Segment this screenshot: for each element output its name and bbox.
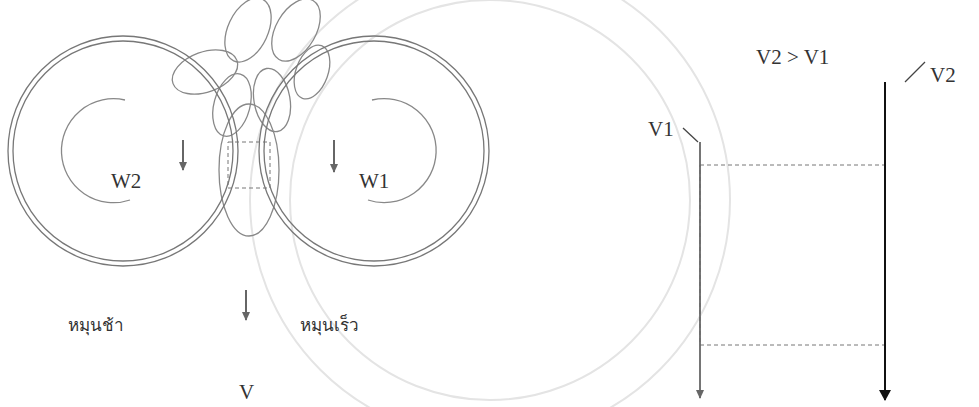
- relation-note: V2 > V1: [756, 46, 829, 69]
- leader-line: [683, 128, 698, 142]
- watermark-seal: [250, 0, 730, 407]
- surface-arrow: [333, 140, 335, 172]
- leader-line: [905, 62, 925, 82]
- velocity-arrow: [884, 82, 886, 400]
- surface-arrow: [182, 140, 184, 170]
- speed-label: หมุนเร็ว: [300, 316, 359, 335]
- roller-label: W2: [111, 170, 141, 193]
- dashed-sample: [700, 165, 885, 345]
- roller-circle: W2: [7, 35, 239, 267]
- roller-label: W1: [359, 170, 389, 193]
- velocity-arrow: [699, 142, 701, 398]
- velocity-label: V2: [930, 64, 956, 87]
- speed-label: หมุนช้า: [68, 316, 124, 335]
- velocity-label: V1: [648, 118, 674, 141]
- roller-outline: [7, 35, 239, 267]
- velocity-label: V: [239, 381, 254, 404]
- fiber-ellipses: [166, 0, 336, 236]
- roller-outline: [258, 35, 490, 267]
- output-arrow: [245, 290, 247, 320]
- roller-circle: W1: [258, 35, 490, 267]
